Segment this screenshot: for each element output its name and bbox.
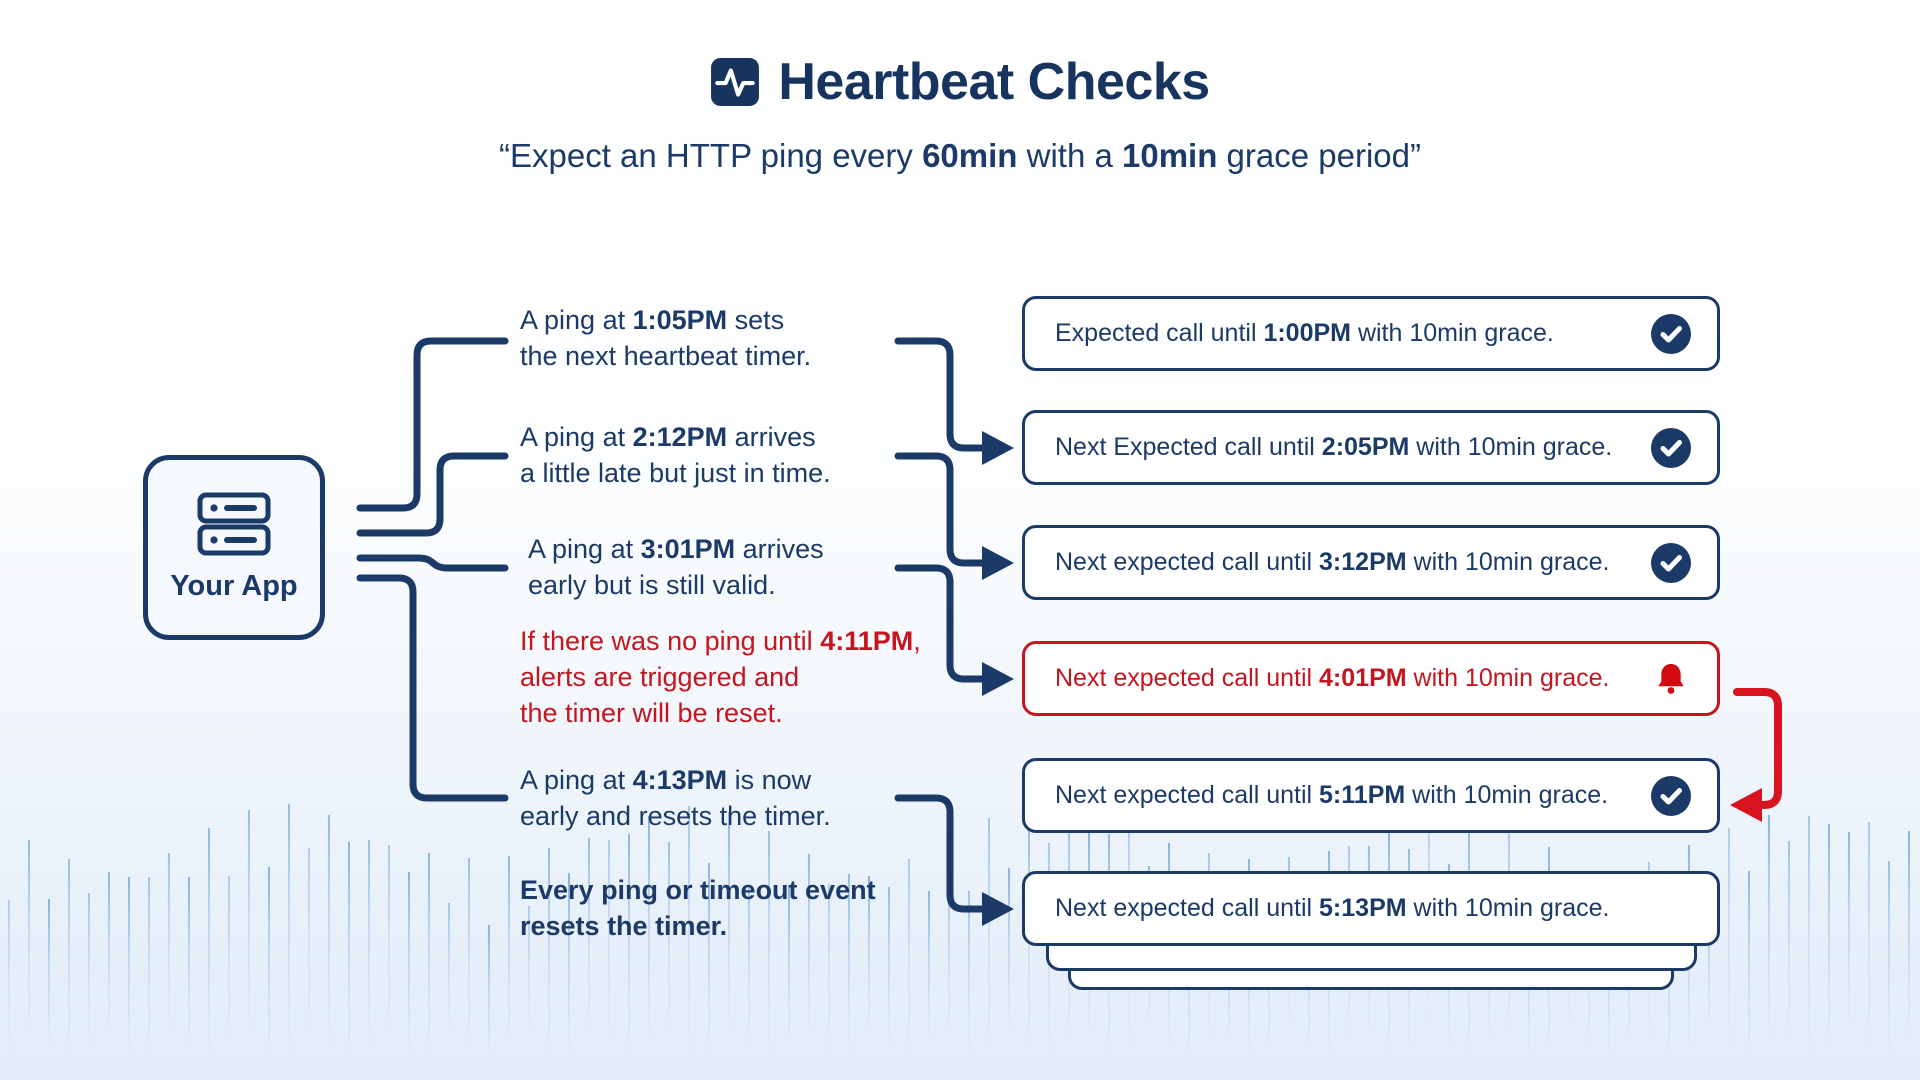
your-app-label: Your App [170,570,298,602]
check-icon [1651,542,1691,583]
timeline-card-3: Next expected call until 3:12PM with 10m… [1022,525,1720,600]
card-text: Next expected call until 4:01PM with 10m… [1055,664,1610,692]
page-header: Heartbeat Checks [0,52,1920,112]
subtitle-text: “Expect an HTTP ping every [499,137,923,174]
note-reset-rule: Every ping or timeout event resets the ti… [520,872,876,944]
timeline-card-1: Expected call until 1:00PM with 10min gr… [1022,296,1720,371]
timeline-card-2: Next Expected call until 2:05PM with 10m… [1022,410,1720,485]
note-text: early but is still valid. [528,570,776,600]
note-text: early and resets the timer. [520,801,831,831]
note-ping-3-01pm: A ping at 3:01PM arrives early but is sti… [528,531,824,603]
note-ping-2-12pm: A ping at 2:12PM arrives a little late bu… [520,419,831,491]
card-text: Next expected call until 3:12PM with 10m… [1055,548,1610,576]
note-ping-1-05pm: A ping at 1:05PM sets the next heartbeat … [520,302,811,374]
note-time: 1:05PM [632,305,728,335]
note-text: arrives [727,422,816,452]
subtitle-text: grace period” [1217,137,1421,174]
note-text: Every ping or timeout event [520,875,876,905]
note-text: the timer will be reset. [520,698,783,728]
timeline-card-6: Next expected call until 5:13PM with 10m… [1022,871,1720,946]
note-time: 4:11PM [820,626,914,656]
server-icon [197,492,271,556]
note-timeout-4-11pm: If there was no ping until 4:11PM, alerts… [520,623,921,731]
note-text: arrives [735,534,824,564]
subtitle-interval: 60min [922,137,1018,174]
timeline-card-4-alert: Next expected call until 4:01PM with 10m… [1022,641,1720,716]
note-text: is now [727,765,812,795]
check-icon [1651,427,1691,468]
your-app-node: Your App [143,455,325,640]
heartbeat-icon [711,58,760,106]
note-time: 2:12PM [632,422,728,452]
note-time: 3:01PM [640,534,736,564]
page-title: Heartbeat Checks [778,53,1210,111]
note-text: , [913,626,921,656]
note-text: alerts are triggered and [520,662,800,692]
card-text: Next expected call until 5:13PM with 10m… [1055,894,1610,922]
card-text: Next Expected call until 2:05PM with 10m… [1055,433,1613,461]
card-text: Next expected call until 5:11PM with 10m… [1055,781,1609,809]
subtitle-text: with a [1017,137,1122,174]
note-text: sets [727,305,785,335]
note-ping-4-13pm: A ping at 4:13PM is now early and resets … [520,762,831,834]
note-text: the next heartbeat timer. [520,341,812,371]
bell-icon [1658,663,1684,694]
check-icon [1651,775,1691,816]
note-text: A ping at [520,422,633,452]
subtitle-grace: 10min [1122,137,1218,174]
check-icon [1651,313,1691,354]
note-text: resets the timer. [520,911,728,941]
page-subtitle: “Expect an HTTP ping every 60min with a … [0,137,1920,175]
card-text: Expected call until 1:00PM with 10min gr… [1055,319,1554,347]
note-text: a little late but just in time. [520,458,831,488]
note-text: A ping at [528,534,641,564]
note-time: 4:13PM [632,765,728,795]
timeline-card-5: Next expected call until 5:11PM with 10m… [1022,758,1720,833]
note-text: If there was no ping until [520,626,821,656]
note-text: A ping at [520,305,633,335]
note-text: A ping at [520,765,633,795]
